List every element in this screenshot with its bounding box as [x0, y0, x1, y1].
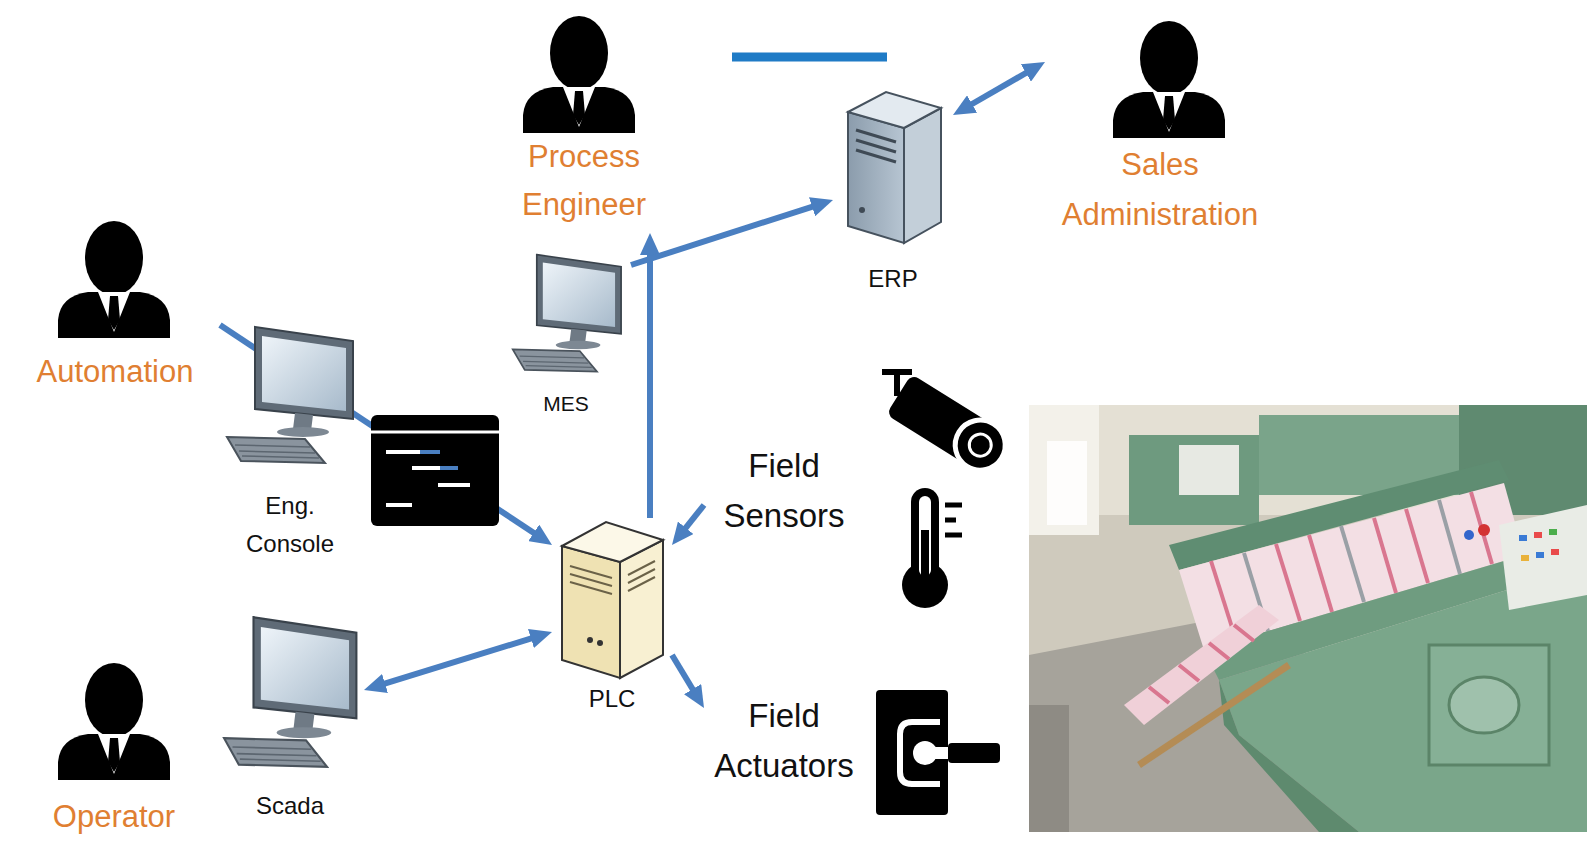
system-label: PLC: [557, 682, 667, 716]
system-node: MES: [501, 250, 631, 422]
icon-space: [505, 250, 627, 390]
icon-space: [508, 15, 660, 133]
actor-node: Process Engineer: [504, 15, 664, 233]
icon-space: [223, 322, 357, 487]
code-window-icon: [371, 415, 499, 526]
monitor-icon: [513, 255, 621, 372]
flow-arrow: [681, 505, 704, 534]
thermometer-icon: [902, 488, 962, 608]
flow-arrow: [631, 204, 820, 265]
system-node: Eng. Console: [219, 322, 361, 567]
loom-photo: [1029, 405, 1587, 832]
system-node: PLC: [552, 518, 672, 720]
actor-node: Sales Administration: [1045, 20, 1275, 244]
system-label: Scada: [235, 789, 345, 823]
field-label: Field Actuators: [709, 691, 859, 791]
monitor-icon: [227, 327, 353, 463]
person-icon: [58, 663, 170, 780]
actor-label: Process Engineer: [509, 133, 659, 229]
flow-arrow: [672, 655, 697, 696]
flow-arrow: [647, 247, 653, 518]
icon-space: [837, 88, 949, 262]
icon-space: [14, 220, 216, 350]
actuator-icon: [876, 690, 1000, 815]
actor-node: Automation: [10, 220, 220, 398]
system-node: Scada: [216, 612, 364, 827]
system-label: MES: [506, 390, 626, 418]
actor-label: Sales Administration: [1050, 140, 1270, 240]
person-icon: [1113, 21, 1225, 138]
person-icon: [523, 16, 635, 133]
icon-space: [220, 612, 360, 789]
field-label: Field Sensors: [709, 441, 859, 541]
system-node: ERP: [833, 88, 953, 300]
icon-space: [556, 518, 668, 682]
erp-server-icon: [848, 92, 941, 243]
monitor-icon: [224, 617, 356, 767]
actor-node: Operator: [9, 662, 219, 841]
person-icon: [58, 221, 170, 338]
field-node: Field Sensors: [704, 441, 864, 545]
system-label: ERP: [838, 262, 948, 296]
actor-label: Automation: [15, 350, 215, 394]
flow-arrow: [965, 69, 1033, 108]
actor-label: Operator: [14, 797, 214, 837]
system-label: Eng. Console: [235, 487, 345, 563]
flow-arrow: [377, 636, 538, 686]
plc-server-icon: [562, 522, 663, 678]
icon-space: [1049, 20, 1271, 140]
decor-line: [732, 53, 887, 62]
icon-space: [13, 662, 215, 797]
field-node: Field Actuators: [704, 691, 864, 795]
camera-icon: [882, 372, 1015, 480]
